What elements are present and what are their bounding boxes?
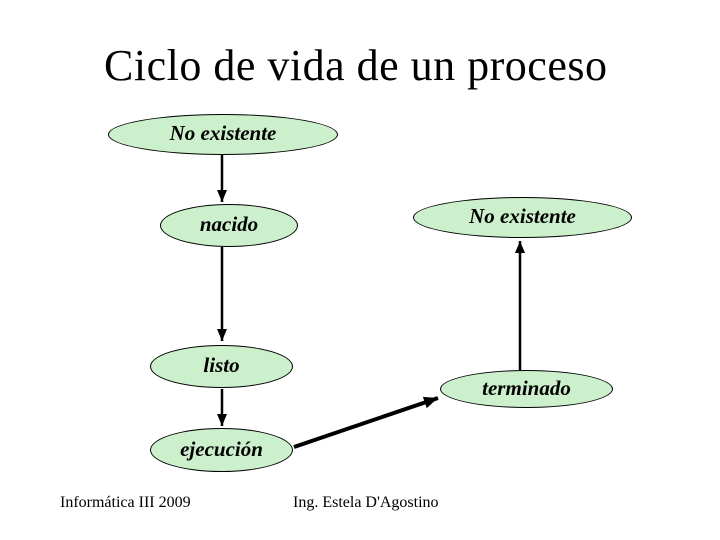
node-listo: listo bbox=[150, 345, 293, 388]
footer-course-label: Informática III 2009 bbox=[60, 494, 191, 511]
node-label-listo: listo bbox=[203, 353, 240, 377]
node-no-existente-right: No existente bbox=[413, 197, 632, 238]
node-terminado: terminado bbox=[440, 370, 613, 408]
node-label-no-existente-right: No existente bbox=[469, 204, 576, 228]
node-nacido: nacido bbox=[160, 204, 298, 247]
node-label-ejecucion: ejecución bbox=[180, 436, 263, 461]
node-label-terminado: terminado bbox=[482, 375, 571, 400]
footer-author-label: Ing. Estela D'Agostino bbox=[293, 494, 439, 511]
arrow-ejecucion-to-terminado bbox=[293, 396, 439, 449]
node-label-nacido: nacido bbox=[199, 212, 259, 236]
slide-title: Ciclo de vida de un proceso bbox=[104, 41, 608, 90]
node-label-no-existente-left: No existente bbox=[169, 121, 277, 145]
node-ejecucion: ejecución bbox=[150, 428, 293, 472]
node-no-existente-left: No existente bbox=[108, 114, 338, 155]
